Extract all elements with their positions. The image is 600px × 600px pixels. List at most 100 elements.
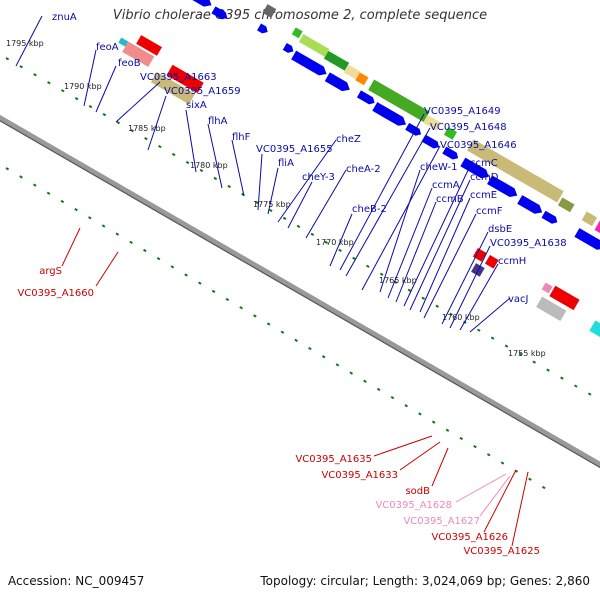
gene-label-znuA[interactable]: znuA xyxy=(52,12,77,23)
gene-block[interactable] xyxy=(368,79,430,122)
gene-block[interactable] xyxy=(262,4,277,18)
gene-block[interactable] xyxy=(291,27,303,39)
gene-block[interactable] xyxy=(589,320,600,346)
tick-ring-inner xyxy=(5,167,549,491)
gene-label-argS[interactable]: argS xyxy=(39,266,62,277)
tick-ring-outer xyxy=(5,57,600,401)
gene-label-ccmC[interactable]: ccmC xyxy=(470,158,498,169)
scale-label-1785: 1785 kbp xyxy=(128,124,166,133)
cds-arrow[interactable] xyxy=(177,0,214,10)
gene-label-A1646[interactable]: VC0395_A1646 xyxy=(440,140,517,151)
gene-label-fliA[interactable]: fliA xyxy=(278,158,294,169)
gene-label-A1663[interactable]: VC0395_A1663 xyxy=(140,72,217,83)
gene-label-ccmH[interactable]: ccmH xyxy=(498,256,526,267)
cds-arrow[interactable] xyxy=(282,42,296,55)
gene-label-vacJ[interactable]: vacJ xyxy=(508,294,529,305)
cds-arrow[interactable] xyxy=(372,102,408,129)
gene-label-cheA2[interactable]: cheA-2 xyxy=(346,164,381,175)
cds-arrow[interactable] xyxy=(517,195,545,217)
gene-label-feoB[interactable]: feoB xyxy=(118,58,141,69)
gene-label-cheZ[interactable]: cheZ xyxy=(336,134,361,145)
gene-label-cheW1[interactable]: cheW-1 xyxy=(420,162,457,173)
gene-label-ccmA[interactable]: ccmA xyxy=(432,180,460,191)
gene-label-A1638[interactable]: VC0395_A1638 xyxy=(490,238,567,249)
gene-track-group xyxy=(118,0,600,346)
gene-block[interactable] xyxy=(118,37,129,47)
gene-block[interactable] xyxy=(298,34,330,57)
gene-block[interactable] xyxy=(557,197,575,213)
cds-arrow[interactable] xyxy=(442,146,460,162)
gene-labels-red: argS VC0395_A1660 VC0395_A1635 VC0395_A1… xyxy=(17,266,540,557)
accession-label: Accession: NC_009457 xyxy=(8,574,145,588)
gene-block[interactable] xyxy=(323,50,350,71)
summary-label: Topology: circular; Length: 3,024,069 bp… xyxy=(260,574,590,588)
cds-arrow[interactable] xyxy=(324,72,353,94)
gene-block[interactable] xyxy=(467,139,564,203)
leader-lines-blue xyxy=(15,15,511,333)
gene-block[interactable] xyxy=(549,285,580,311)
gene-label-A1649[interactable]: VC0395_A1649 xyxy=(424,106,501,117)
gene-label-A1626[interactable]: VC0395_A1626 xyxy=(431,532,508,543)
gene-block[interactable] xyxy=(122,41,155,67)
chromosome-backbone xyxy=(0,114,600,468)
gene-block[interactable] xyxy=(136,35,162,56)
gene-label-A1633[interactable]: VC0395_A1633 xyxy=(321,470,398,481)
scale-label-1760: 1760 kbp xyxy=(442,313,480,322)
leader-lines-red xyxy=(61,227,529,547)
cds-arrow[interactable] xyxy=(460,157,491,182)
gene-block[interactable] xyxy=(472,247,487,262)
gene-block[interactable] xyxy=(581,211,598,227)
gene-label-A1625[interactable]: VC0395_A1625 xyxy=(463,546,540,557)
gene-block[interactable] xyxy=(423,115,442,131)
gene-label-dsbE[interactable]: dsbE xyxy=(488,224,512,235)
gene-label-sodB[interactable]: sodB xyxy=(405,486,430,497)
gene-label-ccmB[interactable]: ccmB xyxy=(436,194,464,205)
gene-label-A1659[interactable]: VC0395_A1659 xyxy=(164,86,241,97)
gene-label-ccmD[interactable]: ccmD xyxy=(470,172,499,183)
leader-lines-pink xyxy=(455,473,511,517)
cds-arrow[interactable] xyxy=(487,175,520,200)
gene-block[interactable] xyxy=(150,71,195,105)
scale-label-1790: 1790 kbp xyxy=(64,82,102,91)
cds-arrow[interactable] xyxy=(211,6,229,21)
cds-arrow[interactable] xyxy=(421,134,442,151)
gene-label-A1635[interactable]: VC0395_A1635 xyxy=(295,454,372,465)
chromosome-backbone-shadow xyxy=(0,120,600,469)
gene-block[interactable] xyxy=(484,254,499,269)
cds-arrow[interactable] xyxy=(541,210,559,226)
cds-arrow[interactable] xyxy=(574,228,600,253)
gene-block[interactable] xyxy=(541,282,553,294)
gene-labels-pink: VC0395_A1628 VC0395_A1627 xyxy=(375,500,480,527)
gene-label-A1655[interactable]: VC0395_A1655 xyxy=(256,144,333,155)
gene-block[interactable] xyxy=(166,64,204,94)
gene-label-sixA[interactable]: sixA xyxy=(186,100,207,111)
scale-labels: 1795 kbp 1790 kbp 1785 kbp 1780 kbp 1775… xyxy=(6,39,546,358)
gene-block[interactable] xyxy=(443,127,458,140)
gene-label-feoA[interactable]: feoA xyxy=(96,42,119,53)
gene-label-ccmF[interactable]: ccmF xyxy=(476,206,503,217)
gene-block[interactable] xyxy=(343,64,361,80)
cds-arrow[interactable] xyxy=(257,23,270,35)
scale-label-1755: 1755 kbp xyxy=(508,349,546,358)
scale-label-1770: 1770 kbp xyxy=(316,238,354,247)
gene-block[interactable] xyxy=(355,72,369,86)
gene-label-ccmE[interactable]: ccmE xyxy=(470,190,497,201)
gene-label-A1628[interactable]: VC0395_A1628 xyxy=(375,500,452,511)
gene-labels-blue: znuA feoA feoB VC0395_A1663 VC0395_A1659… xyxy=(52,12,567,305)
scale-label-1780: 1780 kbp xyxy=(190,161,228,170)
cds-arrows xyxy=(177,0,600,253)
cds-arrow[interactable] xyxy=(356,90,377,106)
gene-label-A1627[interactable]: VC0395_A1627 xyxy=(403,516,480,527)
cds-arrow[interactable] xyxy=(405,122,423,138)
gene-label-cheY3[interactable]: cheY-3 xyxy=(302,172,335,183)
gene-label-A1660[interactable]: VC0395_A1660 xyxy=(17,288,94,299)
cds-arrow[interactable] xyxy=(291,50,329,79)
scale-label-1795: 1795 kbp xyxy=(6,39,44,48)
gene-label-flhA[interactable]: flhA xyxy=(208,116,228,127)
gene-label-cheB2[interactable]: cheB-2 xyxy=(352,204,387,215)
gene-label-flhF[interactable]: flhF xyxy=(232,132,251,143)
scale-label-1765: 1765 kbp xyxy=(379,276,417,285)
gene-label-A1648[interactable]: VC0395_A1648 xyxy=(430,122,507,133)
gene-block[interactable] xyxy=(536,296,567,322)
